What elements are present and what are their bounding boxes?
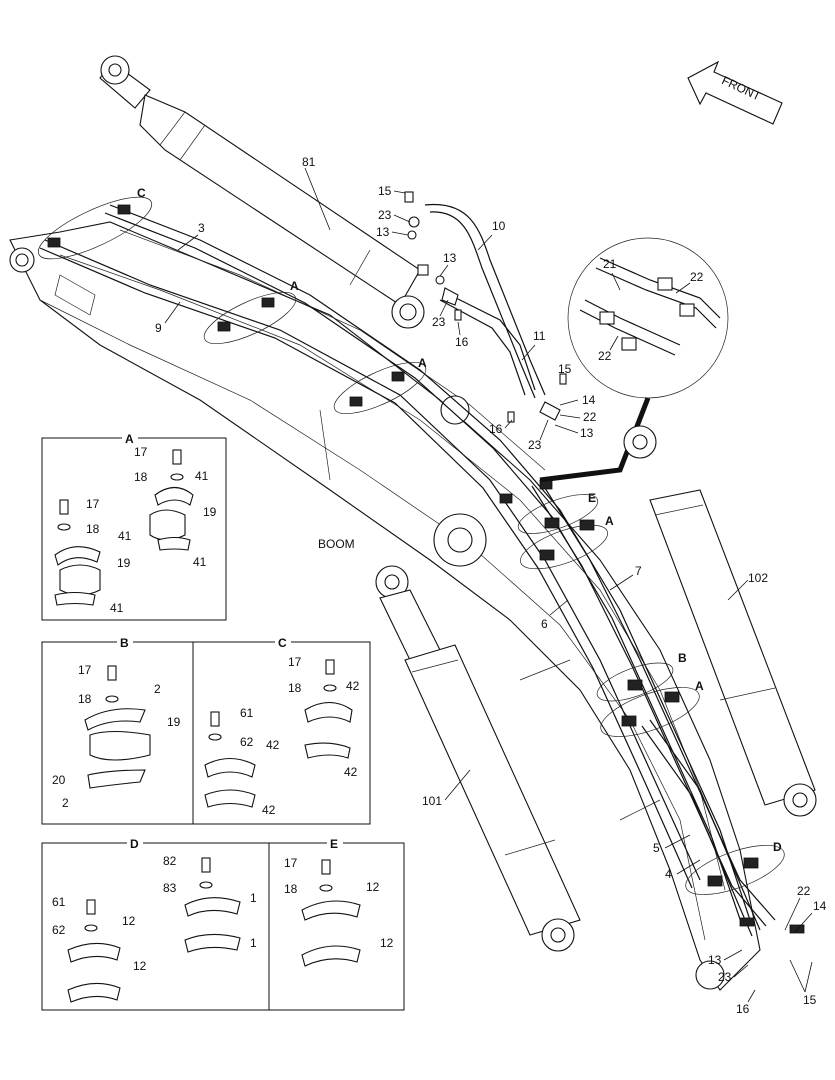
hose-lines xyxy=(39,203,776,937)
marker-A-4: A xyxy=(695,679,704,693)
callout-14-mid: 14 xyxy=(582,393,596,407)
callout-15-mid: 15 xyxy=(558,362,572,376)
callout-22-zoom-left: 22 xyxy=(598,349,612,363)
detail-A-41d: 41 xyxy=(110,601,124,615)
callout-13-low: 13 xyxy=(580,426,594,440)
callout-16-bottom: 16 xyxy=(736,1002,750,1016)
callout-22-zoom-right: 22 xyxy=(690,270,704,284)
boom-label: BOOM xyxy=(318,537,355,551)
zoom-detail xyxy=(579,257,721,356)
detail-D-61: 61 xyxy=(52,895,66,909)
detail-D-83: 83 xyxy=(163,881,177,895)
marker-A-1: A xyxy=(290,279,299,293)
callout-13-top: 13 xyxy=(376,225,390,239)
detail-A-17b: 17 xyxy=(86,497,100,511)
callout-23-bottom: 23 xyxy=(718,970,732,984)
callout-16-mid: 16 xyxy=(489,422,503,436)
detail-box-BC: B C 17 18 2 19 20 2 17 18 42 61 62 42 42… xyxy=(41,635,371,825)
group-ellipses xyxy=(37,196,785,895)
callout-6: 6 xyxy=(541,617,548,631)
marker-A-3: A xyxy=(605,514,614,528)
detail-B-2b: 2 xyxy=(62,796,69,810)
hose-clamps xyxy=(47,204,805,934)
marker-C-1: C xyxy=(137,186,146,200)
detail-E-title: E xyxy=(330,837,338,851)
detail-D-82: 82 xyxy=(163,854,177,868)
detail-D-62: 62 xyxy=(52,923,66,937)
marker-E-1: E xyxy=(588,491,596,505)
detail-E-12b: 12 xyxy=(380,936,394,950)
callouts: 3 9 10 11 15 23 13 13 23 16 15 14 22 16 … xyxy=(137,184,827,1016)
detail-D-12b: 12 xyxy=(133,959,147,973)
detail-A-18b: 18 xyxy=(86,522,100,536)
detail-D-12a: 12 xyxy=(122,914,136,928)
detail-box-A: A 17 18 41 19 41 17 18 41 19 41 xyxy=(41,431,227,621)
detail-box-DE: D E 61 62 12 12 82 83 1 1 17 18 12 12 xyxy=(41,836,405,1011)
callout-7: 7 xyxy=(635,564,642,578)
callout-13-bottom: 13 xyxy=(708,953,722,967)
detail-B-title: B xyxy=(120,636,129,650)
callout-9: 9 xyxy=(155,321,162,335)
callout-22-mid: 22 xyxy=(583,410,597,424)
callout-21-zoom: 21 xyxy=(603,257,617,271)
detail-E-18: 18 xyxy=(284,882,298,896)
marker-B-1: B xyxy=(678,651,687,665)
callout-3: 3 xyxy=(198,221,205,235)
callout-13-mid: 13 xyxy=(443,251,457,265)
boom-body: BOOM xyxy=(9,221,761,991)
fitting-group-upper xyxy=(404,191,567,423)
detail-A-41a: 41 xyxy=(195,469,209,483)
detail-E-17: 17 xyxy=(284,856,298,870)
boom-cylinder-102 xyxy=(623,425,817,817)
callout-23-mid: 23 xyxy=(432,315,446,329)
detail-C-42a: 42 xyxy=(346,679,360,693)
detail-B-17: 17 xyxy=(78,663,92,677)
callout-14-bottom: 14 xyxy=(813,899,827,913)
detail-C-title: C xyxy=(278,636,287,650)
callout-102: 102 xyxy=(748,571,768,585)
callout-81: 81 xyxy=(302,155,316,169)
callout-10: 10 xyxy=(492,219,506,233)
callout-5: 5 xyxy=(653,841,660,855)
detail-B-2a: 2 xyxy=(154,682,161,696)
detail-C-42b: 42 xyxy=(266,738,280,752)
detail-A-17a: 17 xyxy=(134,445,148,459)
callout-15-top: 15 xyxy=(378,184,392,198)
detail-B-18: 18 xyxy=(78,692,92,706)
callout-23-low: 23 xyxy=(528,438,542,452)
detail-C-62: 62 xyxy=(240,735,254,749)
callout-11: 11 xyxy=(533,329,546,343)
detail-E-12a: 12 xyxy=(366,880,380,894)
callout-22-bottom: 22 xyxy=(797,884,811,898)
front-arrow: FRONT xyxy=(687,60,783,125)
detail-C-17: 17 xyxy=(288,655,302,669)
marker-A-2: A xyxy=(418,356,427,370)
detail-A-18a: 18 xyxy=(134,470,148,484)
callout-101: 101 xyxy=(422,794,442,808)
detail-A-41b: 41 xyxy=(193,555,207,569)
detail-B-19: 19 xyxy=(167,715,181,729)
boom-cylinder-101 xyxy=(375,565,581,952)
detail-B-20: 20 xyxy=(52,773,66,787)
detail-C-18: 18 xyxy=(288,681,302,695)
callout-23-top: 23 xyxy=(378,208,392,222)
callout-4: 4 xyxy=(665,867,672,881)
detail-C-42d: 42 xyxy=(262,803,276,817)
detail-A-19b: 19 xyxy=(117,556,131,570)
callout-15-bottom: 15 xyxy=(803,993,817,1007)
callout-16-top: 16 xyxy=(455,335,469,349)
detail-A-19a: 19 xyxy=(203,505,217,519)
detail-D-title: D xyxy=(130,837,139,851)
detail-C-42c: 42 xyxy=(344,765,358,779)
arm-cylinder: 81 xyxy=(99,55,425,329)
detail-C-61: 61 xyxy=(240,706,254,720)
detail-A-41c: 41 xyxy=(118,529,132,543)
detail-D-1a: 1 xyxy=(250,891,257,905)
marker-D-1: D xyxy=(773,840,782,854)
detail-D-1b: 1 xyxy=(250,936,257,950)
detail-A-title: A xyxy=(125,432,134,446)
